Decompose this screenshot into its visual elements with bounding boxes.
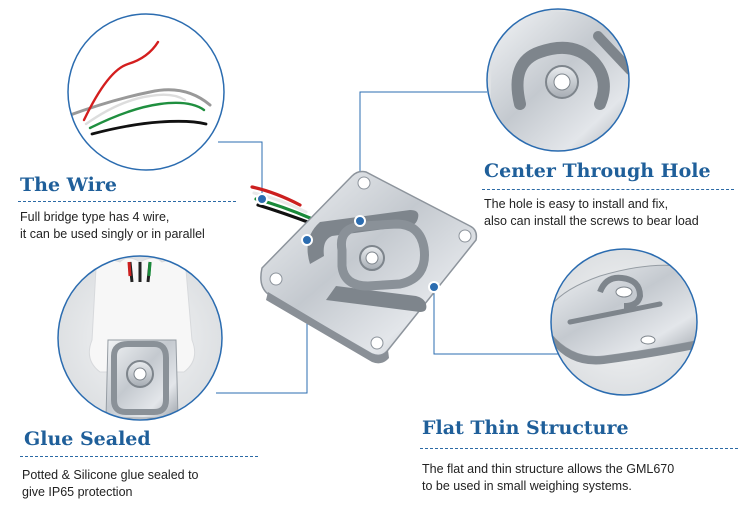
flat-desc-line-1: The flat and thin structure allows the G…	[422, 462, 675, 476]
hole-desc-line-2: also can install the screws to bear load	[484, 214, 699, 228]
flat-divider	[420, 448, 738, 449]
flat-desc-line-2: to be used in small weighing systems.	[422, 479, 632, 493]
hole-title: Center Through Hole	[484, 160, 711, 182]
glue-detail-circle	[57, 255, 223, 421]
hole-desc-line-1: The hole is easy to install and fix,	[484, 197, 669, 211]
wire-desc-line-2: it can be used singly or in parallel	[20, 227, 205, 241]
wire-title: The Wire	[20, 174, 117, 196]
wire-connector	[218, 141, 263, 199]
glue-title: Glue Sealed	[24, 428, 151, 450]
product-wires	[250, 185, 315, 226]
hole-detail-circle	[486, 8, 630, 152]
hole-divider	[482, 189, 734, 190]
marker-dots	[256, 193, 440, 293]
glue-divider	[20, 456, 258, 457]
flat-title: Flat Thin Structure	[422, 417, 629, 439]
wire-detail-circle	[67, 13, 225, 171]
glue-desc-line-1: Potted & Silicone glue sealed to	[22, 468, 199, 482]
glue-desc-line-2: give IP65 protection	[22, 485, 133, 499]
flat-detail-circle	[550, 248, 698, 396]
flat-connector	[433, 287, 560, 355]
wire-desc-line-1: Full bridge type has 4 wire,	[20, 210, 170, 224]
wire-divider	[18, 201, 236, 202]
load-cell-product-image	[250, 170, 478, 364]
